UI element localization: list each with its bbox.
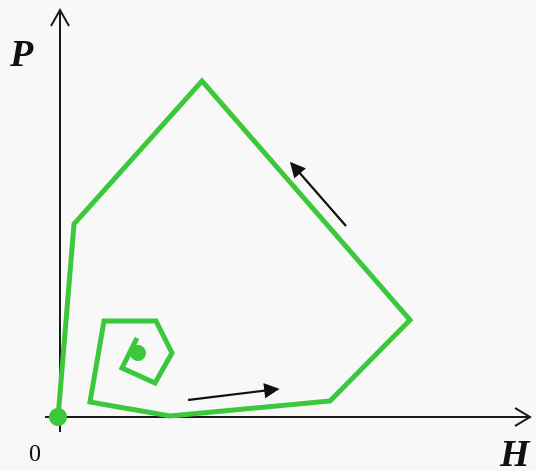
origin-label: 0 xyxy=(29,441,41,467)
y-axis-arrowhead xyxy=(50,7,70,27)
arrow-up-left-icon xyxy=(289,161,347,227)
trajectory-curve xyxy=(55,77,414,419)
trajectory-end-dot xyxy=(130,345,146,361)
arrow-right-icon xyxy=(187,383,280,402)
x-axis-label: H xyxy=(499,433,531,471)
origin-equilibrium-dot xyxy=(49,408,67,426)
y-axis-label: P xyxy=(9,33,34,75)
axes xyxy=(45,7,532,432)
x-axis-arrowhead xyxy=(514,407,532,427)
